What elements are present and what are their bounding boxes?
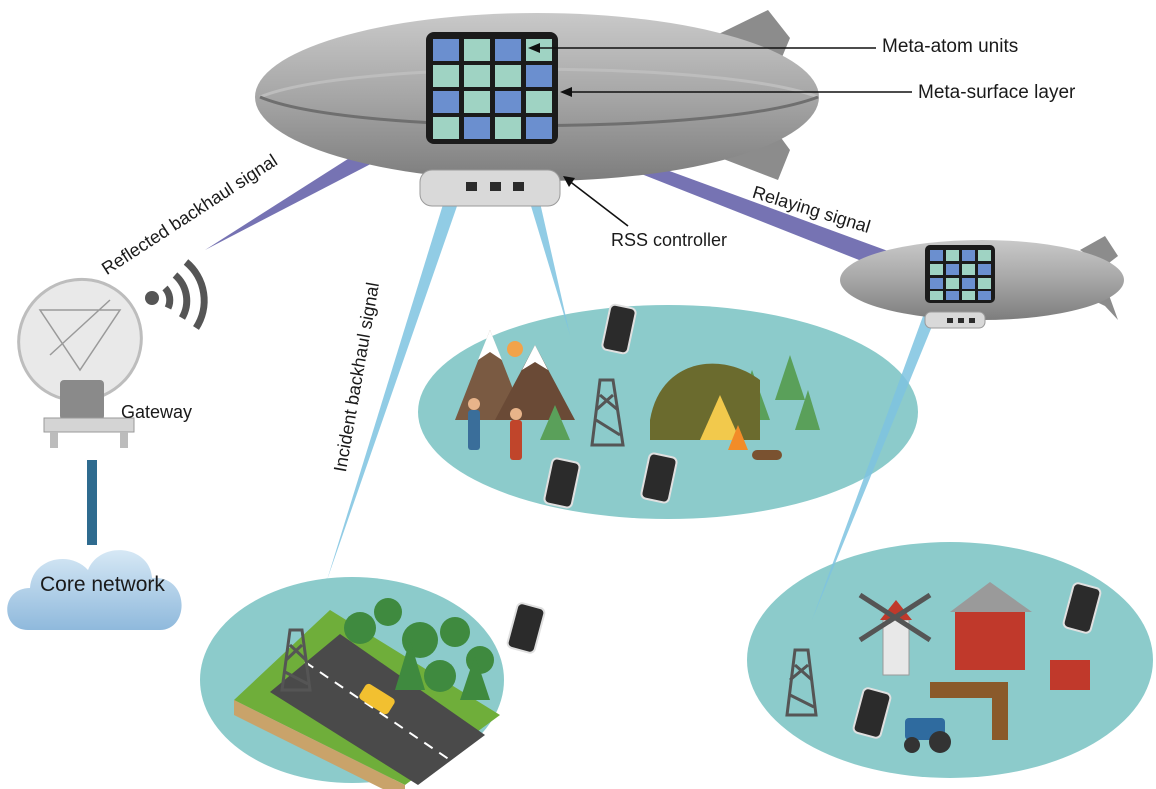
mountain-icon [455, 330, 575, 420]
annotation-arrows [528, 43, 912, 227]
barn-icon [950, 582, 1090, 690]
car-icon [359, 683, 395, 715]
cell-tower-icon [280, 628, 312, 692]
forest-road-scene [234, 598, 500, 789]
windmill-icon [858, 592, 932, 676]
relay-airship [840, 236, 1124, 329]
smartphone-icon [640, 452, 678, 504]
tree-icon [344, 598, 494, 700]
tent-icon [650, 363, 760, 440]
meta-atom-grid [433, 39, 552, 139]
farm-path [930, 682, 1008, 740]
hiker-figures [468, 398, 522, 460]
smartphone-icon [601, 303, 637, 355]
campfire [728, 425, 782, 460]
cell-tower-icon [785, 648, 818, 717]
gateway [17, 259, 208, 545]
cell-tower-icon [590, 378, 625, 447]
smartphone-icon [852, 687, 892, 739]
metasurface-main [426, 32, 558, 144]
coverage-area-farm [747, 542, 1153, 778]
rss-controller-label: RSS controller [611, 230, 728, 250]
core-network-label: Core network [40, 573, 165, 596]
meta-surface-layer-label: Meta-surface layer [918, 82, 1076, 103]
gateway-dish-icon [17, 277, 143, 448]
meta-atom-units-label: Meta-atom units [882, 36, 1019, 57]
smartphone-icon [543, 457, 581, 509]
cloud-icon [7, 550, 182, 630]
farm-scene [785, 582, 1090, 753]
smartphone-icon [1062, 582, 1102, 634]
farm-beam [812, 286, 946, 620]
relay-meta-atom-grid [930, 250, 991, 300]
gateway-label: Gateway [121, 402, 193, 422]
tractor-icon [904, 718, 951, 753]
campsite-scene [455, 330, 820, 460]
wifi-signal-icon [145, 259, 208, 330]
smartphone-icon [506, 602, 546, 654]
relay-airship-fin-top [1080, 236, 1118, 266]
incident-beam [327, 130, 480, 580]
smartphones [506, 303, 1102, 739]
